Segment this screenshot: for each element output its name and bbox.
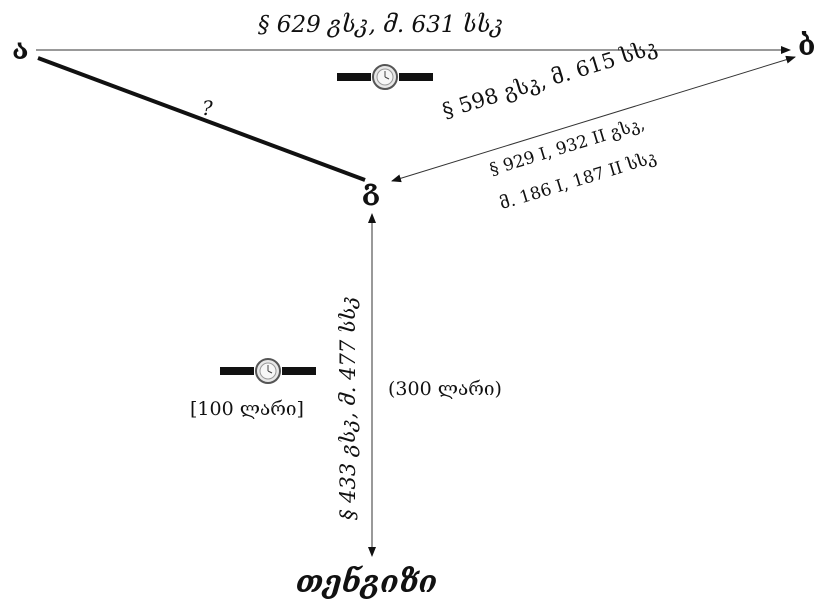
node-tengizi: თენგიზი xyxy=(296,565,438,600)
arrow-g-b xyxy=(391,55,796,183)
node-a: ა xyxy=(12,33,29,66)
label-a-g: ? xyxy=(202,96,213,120)
watch-icon xyxy=(220,358,316,384)
label-g-tengizi: § 433 გსკ, მ. 477 სსკ xyxy=(336,295,360,520)
node-g: გ xyxy=(362,173,381,206)
node-b: ბ xyxy=(798,29,816,62)
label-a-b: § 629 გსკ, მ. 631 სსკ xyxy=(258,12,504,38)
line-a-g xyxy=(37,56,366,182)
watch-icon xyxy=(337,64,433,90)
watch-price-label: [100 ლარი] xyxy=(190,398,304,420)
sale-price-label: (300 ლარი) xyxy=(388,378,502,400)
